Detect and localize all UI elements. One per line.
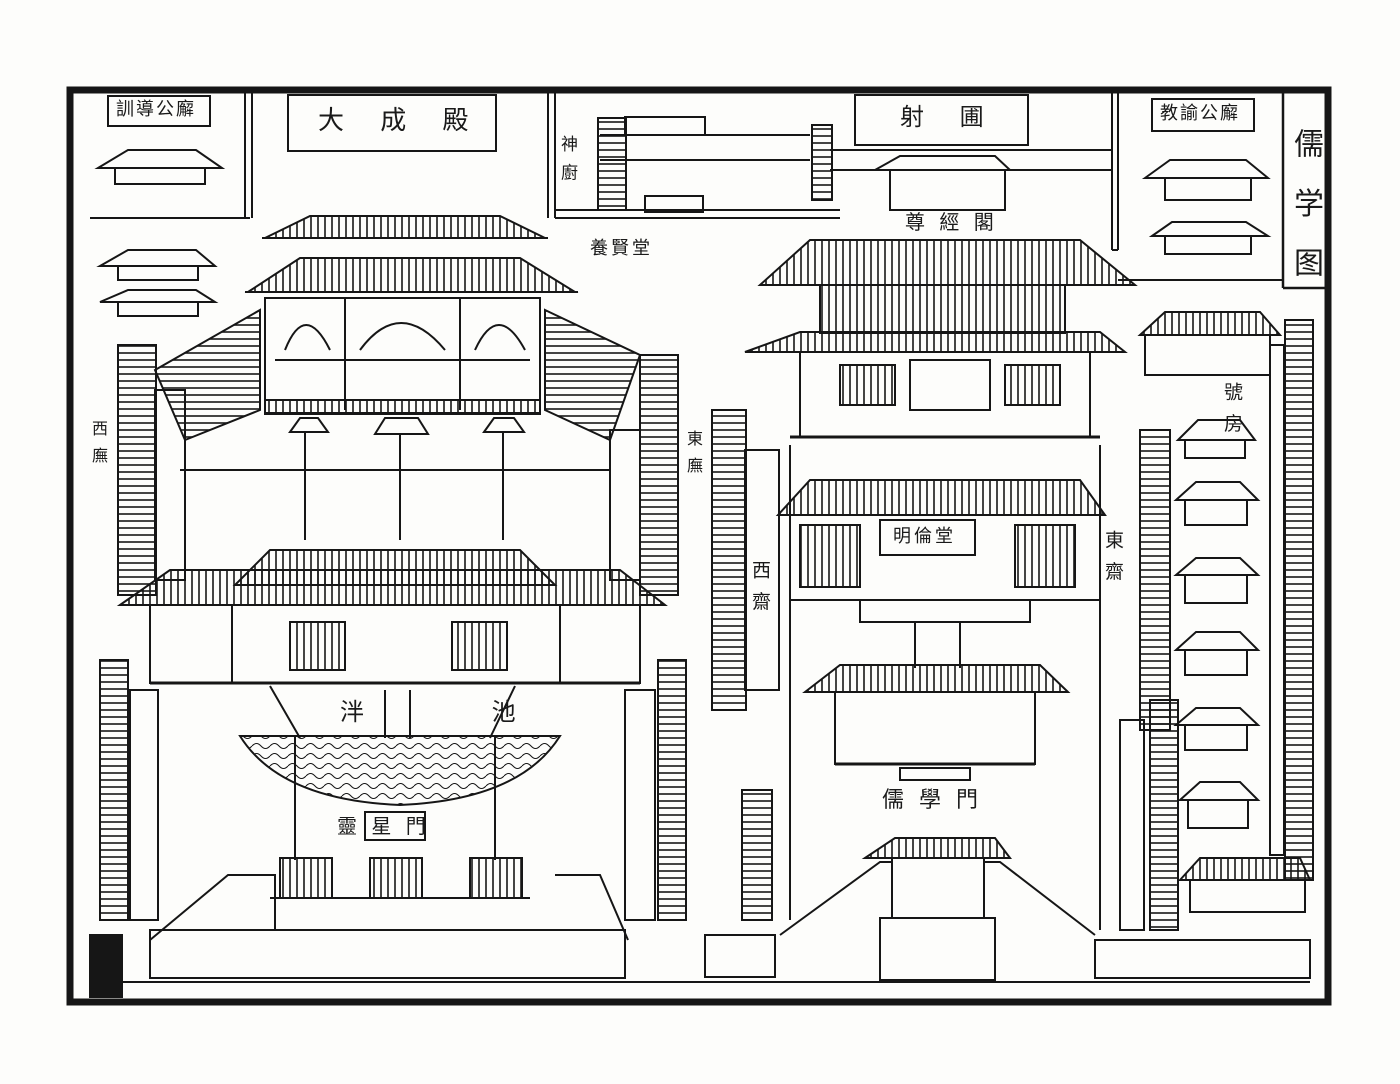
- west-studio-label: 西 齋: [749, 560, 771, 614]
- dacheng-hall-sign: [287, 94, 497, 152]
- lingxing-gate: [270, 811, 530, 899]
- zunjing-pavilion-label: 尊 經 閣: [905, 210, 998, 234]
- zunjing-pavilion: [744, 155, 1138, 439]
- archery-garden-label: 射 圃: [900, 103, 998, 131]
- illustration-title: 儒 学 图: [1288, 128, 1323, 288]
- dacheng-hall-label: 大 成 殿: [318, 106, 483, 136]
- instructor-office-label: 訓導公廨: [116, 99, 196, 120]
- ruxue-gate-label: 儒 學 門: [882, 788, 982, 813]
- left-upper-side-label: 神 廚: [557, 135, 577, 184]
- educator-office-label: 教諭公廨: [1160, 103, 1240, 124]
- left-gate-hall: [116, 549, 668, 685]
- west-wing-label: 西 廡: [89, 420, 108, 467]
- hao-fang-label: 號 房: [1221, 382, 1243, 436]
- ruxue-hall: [802, 664, 1071, 781]
- central-corridor: [711, 409, 747, 711]
- outer-frame: [66, 86, 1332, 1006]
- educator-residence: [1141, 159, 1272, 255]
- minglun-hall: [775, 445, 1107, 930]
- dacheng-hall: [180, 215, 610, 540]
- ruxue-gate: [704, 837, 1311, 981]
- lingxing-gate-label: 靈 星 門: [337, 814, 430, 838]
- pan-pool: [238, 685, 562, 860]
- right-wings: [1119, 311, 1314, 931]
- east-studio-label: 東 齋: [1102, 530, 1124, 584]
- instructor-residence: [94, 149, 226, 317]
- left-bottom-walls: [89, 659, 1310, 998]
- east-wing-label: 東 廡: [684, 430, 703, 477]
- archery-garden-sign: [854, 94, 1029, 146]
- educator-office-sign: [1151, 98, 1255, 132]
- minglun-hall-label: 明倫堂: [893, 526, 956, 547]
- corner-seal: [89, 934, 123, 998]
- pan-pool-label: 泮 池: [340, 698, 576, 726]
- instructor-office-sign: [107, 95, 211, 127]
- left-complex-walls: [117, 308, 679, 596]
- yangxian-hall-label: 養賢堂: [590, 238, 653, 259]
